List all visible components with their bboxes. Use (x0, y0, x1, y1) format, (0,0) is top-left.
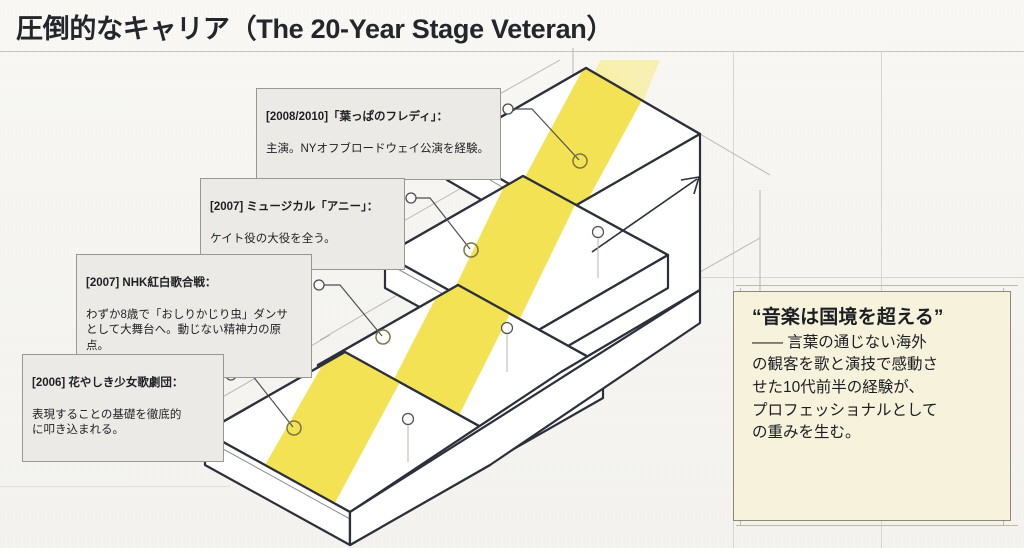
quote-body: —— 言葉の通じない海外 の観客を歌と演技で感動さ せた10代前半の経験が、 プ… (752, 333, 939, 442)
quote-card: “音楽は国境を超える” —— 言葉の通じない海外 の観客を歌と演技で感動さ せた… (733, 291, 1011, 521)
spotlight-beam-upper (543, 60, 660, 216)
callout-2008-2010[interactable]: [2008/2010]「葉っぱのフレディ」： 主演。NYオフブロードウェイ公演を… (256, 88, 501, 181)
dimension-nodes (401, 225, 605, 426)
dimension-node-stems (407, 238, 599, 462)
direction-arrow (591, 176, 700, 253)
callout-title: [2008/2010]「葉っぱのフレディ」： (266, 110, 448, 123)
step-2 (316, 283, 605, 480)
callout-title: [2007] ミュージカル「アニー」： (210, 200, 379, 213)
gridline-horizontal (0, 486, 230, 487)
staircase-right-flank (348, 288, 702, 547)
callout-title: [2006] 花やしき少女歌劇団： (32, 376, 184, 389)
quote-rule-top (736, 285, 1018, 286)
callout-body: 主演。NYオフブロードウェイ公演を経験。 (266, 142, 489, 155)
callout-body: ケイト役の大役を全う。 (210, 232, 336, 245)
quote-headline: “音楽は国境を超える” (752, 307, 944, 328)
gridline-horizontal (700, 277, 1024, 278)
callout-2006[interactable]: [2006] 花やしき少女歌劇団： 表現することの基礎を徹底的 に叩き込まれる。 (22, 354, 224, 463)
callout-body: 表現することの基礎を徹底的 に叩き込まれる。 (32, 408, 182, 437)
header-bar: 圧倒的なキャリア（The 20-Year Stage Veteran） (0, 0, 1024, 52)
callout-title: [2007] NHK紅白歌合戦： (86, 276, 217, 289)
page-title: 圧倒的なキャリア（The 20-Year Stage Veteran） (16, 14, 614, 44)
step-3 (383, 174, 670, 370)
quote-rule-bottom (736, 525, 1018, 526)
callout-body: わずか8歳で「おしりかじり虫」ダンサ として大舞台へ。動じない精神力の原点。 (86, 308, 288, 353)
